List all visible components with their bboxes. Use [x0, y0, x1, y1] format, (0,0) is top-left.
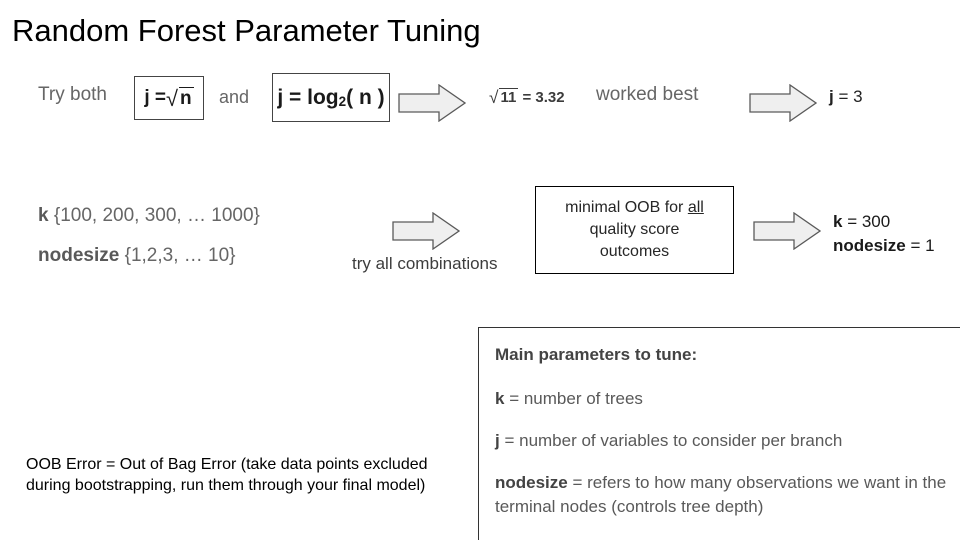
nodesize-parameter-name: nodesize	[38, 245, 120, 266]
j-result-value: = 3	[838, 87, 863, 106]
param-entry-nodesize: nodesize = refers to how many observatio…	[495, 471, 959, 519]
param-entry-j-description: = number of variables to consider per br…	[499, 431, 843, 450]
main-parameters-heading: Main parameters to tune:	[495, 345, 698, 364]
main-parameters-box: Main parameters to tune: k = number of t…	[478, 327, 960, 540]
sqrt-eleven-equals: = 3.32	[522, 89, 565, 106]
block-arrow-right-icon-3	[392, 212, 460, 250]
param-entry-k-description: = number of trees	[504, 389, 643, 408]
sqrt-eleven-evaluation: √11 = 3.32	[489, 86, 565, 108]
result-k-param: k	[833, 212, 843, 231]
result-k: k = 300	[833, 210, 890, 233]
oob-box-line-1-pre: minimal OOB for	[565, 199, 688, 216]
param-entry-nodesize-name: nodesize	[495, 473, 568, 492]
page-title: Random Forest Parameter Tuning	[12, 13, 481, 48]
try-all-combinations-label: try all combinations	[352, 254, 498, 273]
block-arrow-right-icon-4	[753, 212, 821, 250]
block-arrow-right-icon-1	[398, 84, 466, 122]
formula-log-lhs: j = log	[277, 85, 339, 109]
param-entry-k-name: k	[495, 389, 505, 408]
k-parameter-set: k {100, 200, 300, … 1000}	[38, 203, 260, 229]
oob-box-line-1: minimal OOB for all	[565, 197, 704, 219]
j-result: j = 3	[829, 85, 863, 108]
oob-box-line-1-underlined: all	[687, 199, 704, 216]
radical-sign-icon: √	[166, 86, 179, 111]
k-parameter-values: {100, 200, 300, … 1000}	[53, 205, 260, 226]
sqrt-eleven-radicand: 11	[499, 88, 519, 106]
formula-log-arg: ( n )	[346, 85, 385, 109]
and-label: and	[219, 87, 250, 107]
oob-error-definition-note: OOB Error = Out of Bag Error (take data …	[26, 456, 428, 494]
formula-box-sqrt: j = √n	[134, 76, 204, 120]
result-nodesize-value: = 1	[910, 236, 935, 255]
j-result-param: j	[829, 87, 834, 106]
param-entry-nodesize-description: = refers to how many observations we wan…	[495, 473, 947, 516]
k-parameter-name: k	[38, 205, 49, 226]
result-k-value: = 300	[847, 212, 891, 231]
radical-sign-icon-2: √	[489, 87, 499, 107]
oob-criterion-box: minimal OOB for all quality score outcom…	[535, 186, 734, 274]
oob-box-line-2: quality score	[589, 221, 680, 238]
param-entry-j: j = number of variables to consider per …	[495, 429, 959, 453]
oob-box-line-3: outcomes	[599, 243, 670, 260]
formula-sqrt-lhs: j =	[144, 87, 167, 108]
result-nodesize: nodesize = 1	[833, 234, 935, 257]
formula-sqrt-radicand: n	[179, 87, 194, 110]
try-both-label: Try both	[38, 84, 107, 105]
nodesize-parameter-values: {1,2,3, … 10}	[124, 245, 236, 266]
nodesize-parameter-set: nodesize {1,2,3, … 10}	[38, 243, 236, 269]
param-entry-j-name: j	[495, 431, 500, 450]
worked-best-label: worked best	[596, 84, 699, 105]
param-entry-k: k = number of trees	[495, 387, 959, 411]
result-nodesize-param: nodesize	[833, 236, 906, 255]
block-arrow-right-icon-2	[749, 84, 817, 122]
